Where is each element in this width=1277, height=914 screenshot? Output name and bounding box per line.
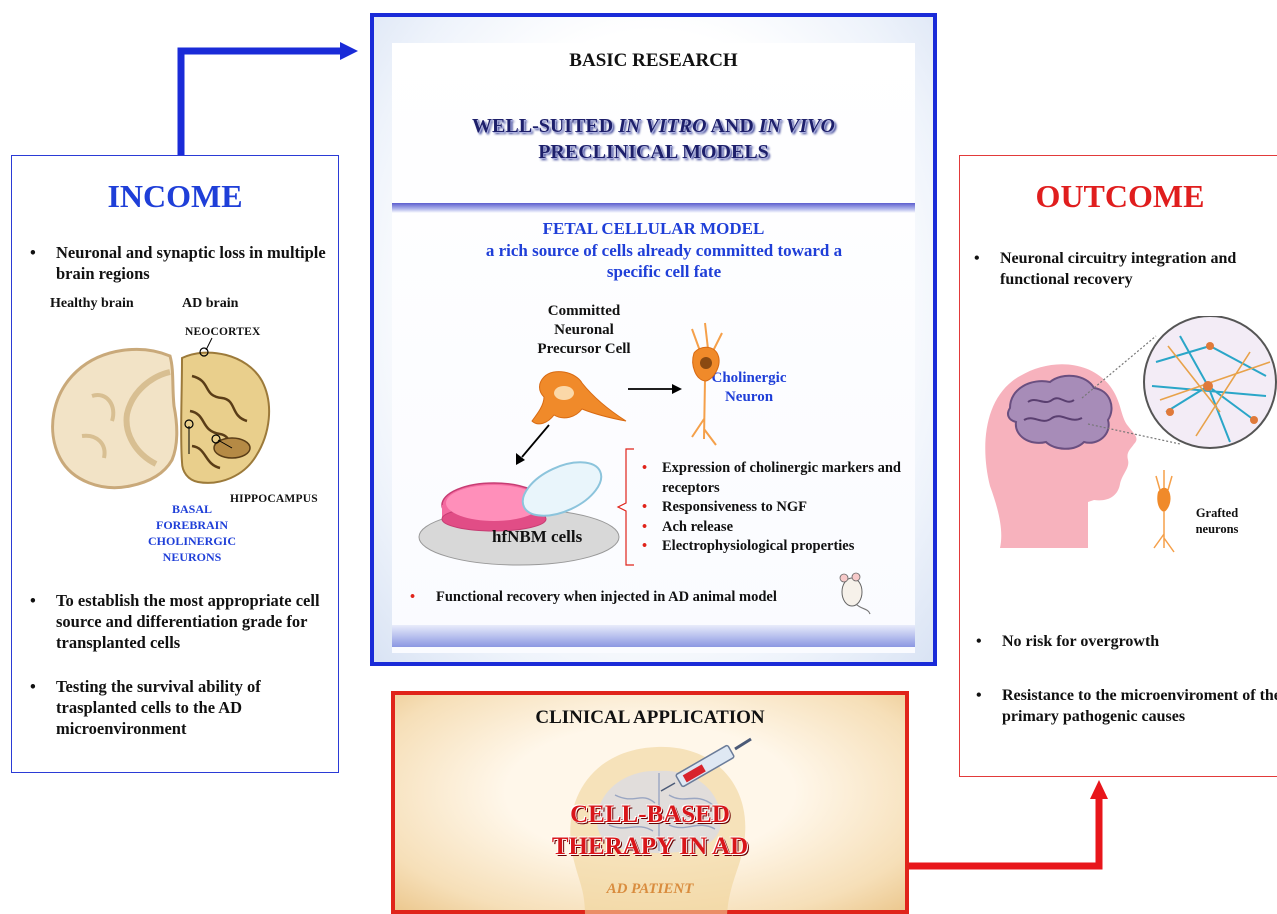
- bullet-dot: •: [30, 591, 36, 610]
- precursor-cell-label: Committed Neuronal Precursor Cell: [524, 302, 644, 359]
- precursor-cell-icon: [531, 371, 627, 425]
- basal-forebrain-line-3: CHOLINERGIC: [147, 534, 236, 548]
- income-bullet-1-text: Neuronal and synaptic loss in multiple b…: [56, 243, 326, 283]
- income-to-research-arrow: [177, 47, 345, 155]
- income-title: INCOME: [107, 178, 243, 214]
- ad-brain-label: AD brain: [182, 296, 239, 311]
- clinical-to-outcome-arrowhead: [1090, 780, 1108, 799]
- precursor-line-3: Precursor Cell: [537, 341, 631, 357]
- section-divider: [392, 203, 915, 213]
- functional-recovery-item: • Functional recovery when injected in A…: [410, 589, 777, 606]
- bullet-dot: •: [30, 243, 36, 262]
- cell-based-therapy-heading: CELL-BASED THERAPY IN AD: [395, 799, 905, 863]
- bullet-dot: •: [30, 677, 36, 696]
- income-bullet-1: • Neuronal and synaptic loss in multiple…: [30, 242, 326, 284]
- basal-forebrain-label: BASAL FOREBRAIN CHOLINERGIC NEURONS: [142, 501, 242, 565]
- income-bullet-3-text: Testing the survival ability of trasplan…: [56, 677, 261, 738]
- precursor-line-2: Neuronal: [554, 322, 614, 338]
- cholinergic-neuron-icon: [691, 322, 723, 446]
- hippocampus-label: HIPPOCAMPUS: [230, 493, 318, 505]
- subtitle-in-vivo: IN VIVO: [758, 115, 835, 137]
- basal-forebrain-line-4: NEURONS: [162, 550, 222, 564]
- ad-patient-label: AD PATIENT: [606, 881, 694, 897]
- outcome-bullet-3: • Resistance to the microenviroment of t…: [976, 685, 1277, 727]
- preclinical-line-1: WELL-SUITED IN VITRO AND IN VIVO: [374, 113, 933, 139]
- outcome-bullet-3-text: Resistance to the microenviroment of the…: [1002, 687, 1277, 725]
- preclinical-models-heading: WELL-SUITED IN VITRO AND IN VIVO PRECLIN…: [374, 113, 933, 165]
- property-item: •Electrophysiological properties: [642, 538, 855, 554]
- petri-dish-icon: [418, 461, 620, 566]
- brain-icon: [1007, 374, 1113, 450]
- bullet-dot: •: [974, 250, 980, 267]
- grafted-neurons-label: Grafted neurons: [1182, 505, 1252, 537]
- outcome-panel: OUTCOME • Neuronal circuitry integration…: [959, 155, 1277, 777]
- basic-research-panel: BASIC RESEARCH WELL-SUITED IN VITRO AND …: [370, 13, 937, 666]
- property-text: Expression of cholinergic markers and re…: [662, 460, 901, 496]
- property-text: Electrophysiological properties: [662, 538, 855, 554]
- grafted-neuron-icon: [1153, 470, 1175, 553]
- property-item: •Expression of cholinergic markers and r…: [642, 460, 901, 496]
- cholinergic-neuron-label: Cholinergic Neuron: [694, 369, 804, 407]
- outcome-bullet-2-text: No risk for overgrowth: [1002, 633, 1160, 650]
- therapy-line-1: CELL-BASED: [570, 801, 730, 828]
- subtitle-part-a: WELL-SUITED: [472, 115, 619, 137]
- basal-forebrain-line-1: BASAL: [171, 502, 212, 516]
- subtitle-part-c: AND: [706, 115, 759, 137]
- basal-forebrain-line-2: FOREBRAIN: [155, 518, 228, 532]
- property-text: Responsiveness to NGF: [662, 499, 808, 515]
- income-bullet-3: • Testing the survival ability of traspl…: [30, 676, 328, 739]
- functional-recovery-text: Functional recovery when injected in AD …: [436, 589, 777, 605]
- properties-bracket: [616, 448, 634, 566]
- cholinergic-line-1: Cholinergic: [711, 370, 787, 386]
- mouse-icon: [839, 572, 871, 615]
- brain-slices-illustration: [51, 337, 271, 490]
- property-item: •Ach release: [642, 518, 733, 535]
- preclinical-line-2: PRECLINICAL MODELS: [538, 141, 769, 163]
- outcome-bullet-2: • No risk for overgrowth: [976, 631, 1277, 652]
- outcome-title: OUTCOME: [1035, 178, 1205, 214]
- clinical-to-outcome-arrow: [909, 796, 1103, 870]
- patient-head-illustration: [570, 737, 752, 914]
- income-bullet-2-text: To establish the most appropriate cell s…: [56, 591, 320, 652]
- bullet-dot: •: [410, 589, 416, 605]
- grafted-line-2: neurons: [1195, 522, 1239, 536]
- head-brain-illustration: [985, 316, 1277, 553]
- clinical-title: CLINICAL APPLICATION: [535, 707, 765, 728]
- property-text: Ach release: [662, 518, 733, 535]
- dish-label: hfNBM cells: [492, 527, 583, 546]
- income-bullet-2: • To establish the most appropriate cell…: [30, 590, 328, 653]
- neocortex-label: NEOCORTEX: [185, 326, 261, 338]
- bullet-dot: •: [976, 687, 982, 704]
- precursor-line-1: Committed: [547, 303, 621, 319]
- fetal-model-title: FETAL CELLULAR MODEL: [542, 219, 765, 238]
- outcome-bullet-1: • Neuronal circuitry integration and fun…: [974, 248, 1277, 290]
- clinical-application-panel: CLINICAL APPLICATION CELL-BASED THERAPY …: [391, 691, 909, 914]
- neural-network-zoom-icon: [1143, 316, 1277, 449]
- panel-bottom-bar: [392, 625, 915, 647]
- income-panel: INCOME • Neuronal and synaptic loss in m…: [11, 155, 339, 773]
- grafted-line-1: Grafted: [1195, 506, 1239, 520]
- bullet-dot: •: [976, 633, 982, 650]
- ad-brain-slice: [180, 351, 271, 484]
- fetal-model-description: a rich source of cells already committed…: [485, 241, 843, 281]
- basic-research-title: BASIC RESEARCH: [569, 50, 738, 71]
- subtitle-in-vitro: IN VITRO: [618, 115, 707, 137]
- income-to-research-arrowhead: [340, 42, 358, 60]
- cell-differentiation-illustration: [418, 371, 682, 566]
- cholinergic-line-2: Neuron: [724, 389, 774, 405]
- healthy-brain-label: Healthy brain: [50, 296, 134, 311]
- outcome-bullet-1-text: Neuronal circuitry integration and funct…: [1000, 250, 1237, 288]
- properties-list: •Expression of cholinergic markers and r…: [642, 459, 937, 557]
- therapy-line-2: THERAPY IN AD: [551, 833, 749, 860]
- property-item: •Responsiveness to NGF: [642, 499, 808, 515]
- syringe-icon: [660, 737, 752, 792]
